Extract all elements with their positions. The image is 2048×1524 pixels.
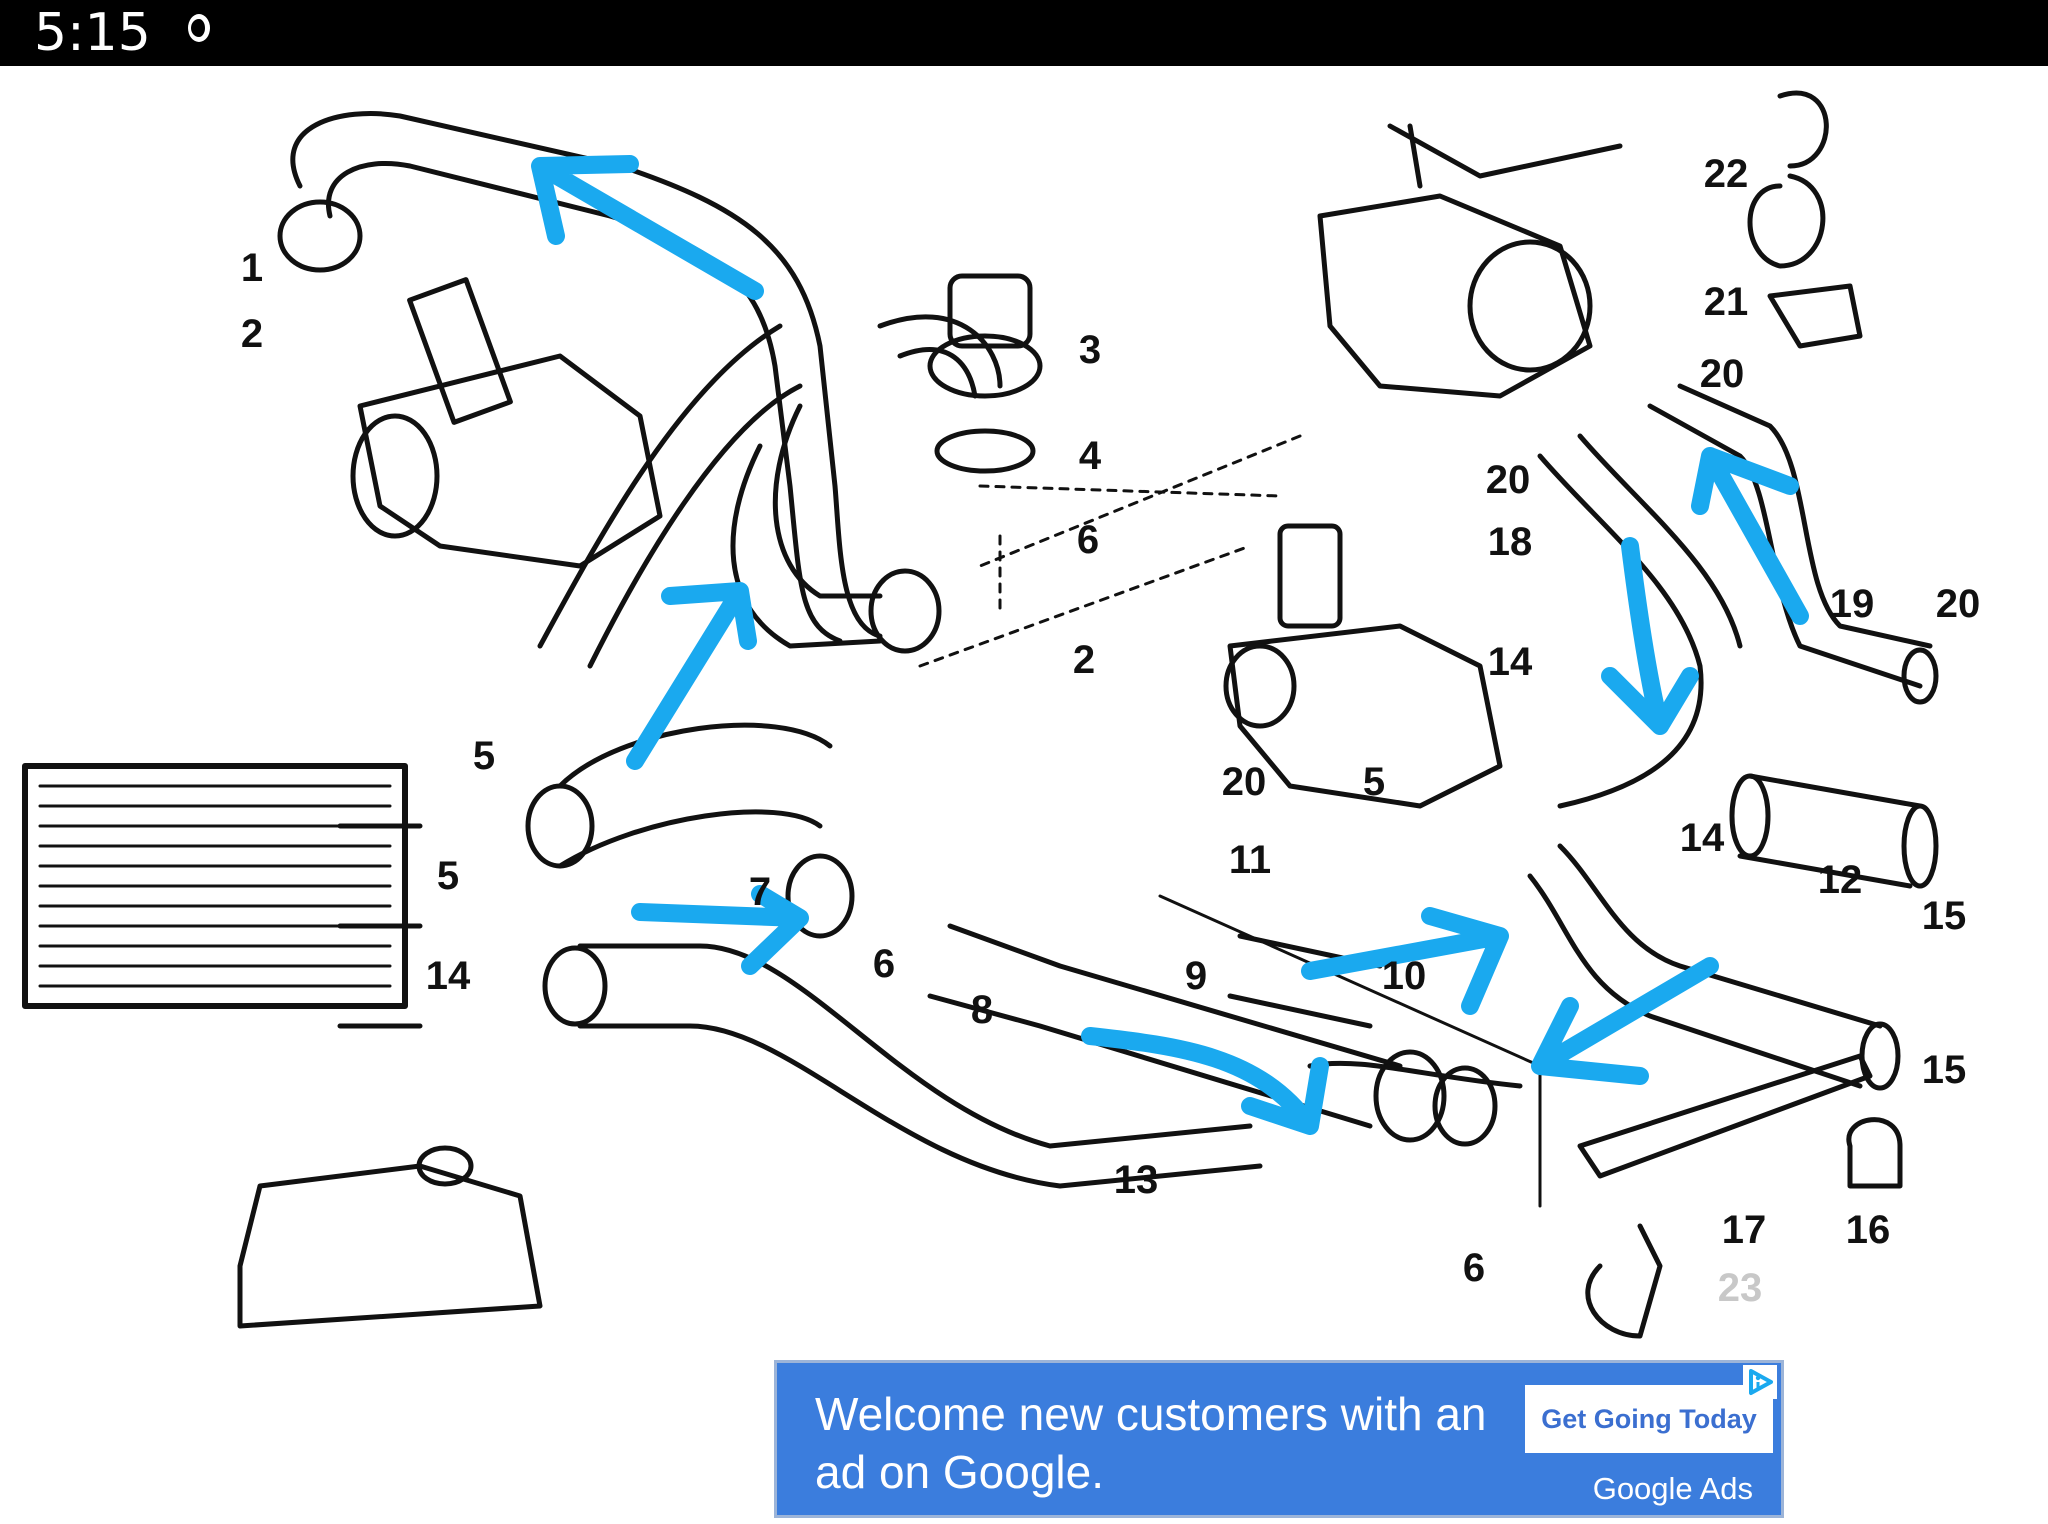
part-number-3: 3 [1078,328,1102,372]
flow-arrow-thermo [1301,907,1509,1015]
pipe-8 [927,923,1403,1129]
part-number-16: 16 [1845,1208,1891,1252]
flow-arrow-pump [626,582,757,770]
part-number-6: 6 [1076,518,1100,562]
expansion-tank [237,1163,543,1329]
part-number-15b: 15 [1921,1048,1967,1092]
s-hose [537,323,803,669]
hose-end-1 [277,199,363,273]
part-number-5b: 5 [436,854,460,898]
radiator [22,763,408,1009]
part-number-6b: 6 [872,942,896,986]
part-number-8: 8 [970,988,994,1032]
part-number-17: 17 [1721,1208,1767,1252]
part-number-2: 2 [240,312,264,356]
part-number-7: 7 [748,870,772,914]
part-number-18: 18 [1487,520,1533,564]
part-number-1: 1 [240,246,264,290]
part-number-20: 20 [1935,582,1981,626]
ad-message: Welcome new customers with an ad on Goog… [815,1388,1487,1498]
clip-23 [1585,1223,1663,1339]
clip-21 [1767,283,1863,349]
google-ad-banner[interactable]: Welcome new customers with an ad on Goog… [774,1360,1784,1518]
flow-arrows [531,155,1809,1135]
part-number-5c: 5 [1362,760,1386,804]
flow-arrow-hose-19 [1691,447,1809,625]
part-number-14b: 14 [1487,640,1533,684]
hose-13 [577,943,1263,1189]
part-number-2b: 2 [1072,638,1096,682]
water-pump [357,353,663,569]
hose-4-bend [877,314,1003,399]
upper-hose [290,111,883,639]
part-number-9: 9 [1184,954,1208,998]
part-number-23: 23 [1717,1266,1763,1310]
part-number-5: 5 [472,734,496,778]
part-number-13: 13 [1113,1158,1159,1202]
hose-18 [1537,433,1743,809]
hose-12 [1737,773,1923,889]
coolant-hose-diagram: 1 2 3 4 6 2 5 5 14 7 6 8 9 10 11 12 13 1… [0,66,2048,1366]
strap-17 [1577,1053,1873,1179]
flow-arrow-hose-18 [1601,537,1699,735]
clip-16 [1846,1117,1903,1189]
clip-22 [1747,90,1829,269]
part-number-21: 21 [1703,280,1749,324]
hose-11 [1227,933,1383,1029]
status-bar: 5:15 [0,0,2048,66]
throttle-body [1317,193,1593,399]
part-number-12: 12 [1817,858,1863,902]
part-number-20b: 20 [1699,352,1745,396]
part-number-14c: 14 [1679,816,1725,860]
flow-arrow-pipe [1081,1027,1329,1135]
ad-cta-button[interactable]: Get Going Today [1525,1385,1773,1453]
part-number-6c: 6 [1462,1246,1486,1290]
status-time: 5:15 [34,3,151,63]
part-number-14: 14 [425,954,471,998]
part-number-22: 22 [1703,152,1749,196]
part-number-19: 19 [1829,582,1875,626]
clamp-3 [947,273,1033,349]
part-number-20c: 20 [1485,458,1531,502]
part-number-4: 4 [1078,434,1102,478]
flow-arrow-right-pipe [1531,957,1719,1085]
part-number-11: 11 [1228,838,1272,882]
circle-status-icon [188,14,210,42]
diagram-drawing [22,90,1939,1339]
ad-brand-label: Google Ads [1592,1471,1753,1506]
part-number-20d: 20 [1221,760,1267,804]
part-number-15: 15 [1921,894,1967,938]
flow-arrow-lower-left [631,885,809,975]
part-number-10: 10 [1381,954,1427,998]
flow-arrow-upper [531,155,764,300]
adchoices-triangle-icon[interactable] [1743,1365,1777,1399]
thermostat-housing [1227,623,1503,809]
